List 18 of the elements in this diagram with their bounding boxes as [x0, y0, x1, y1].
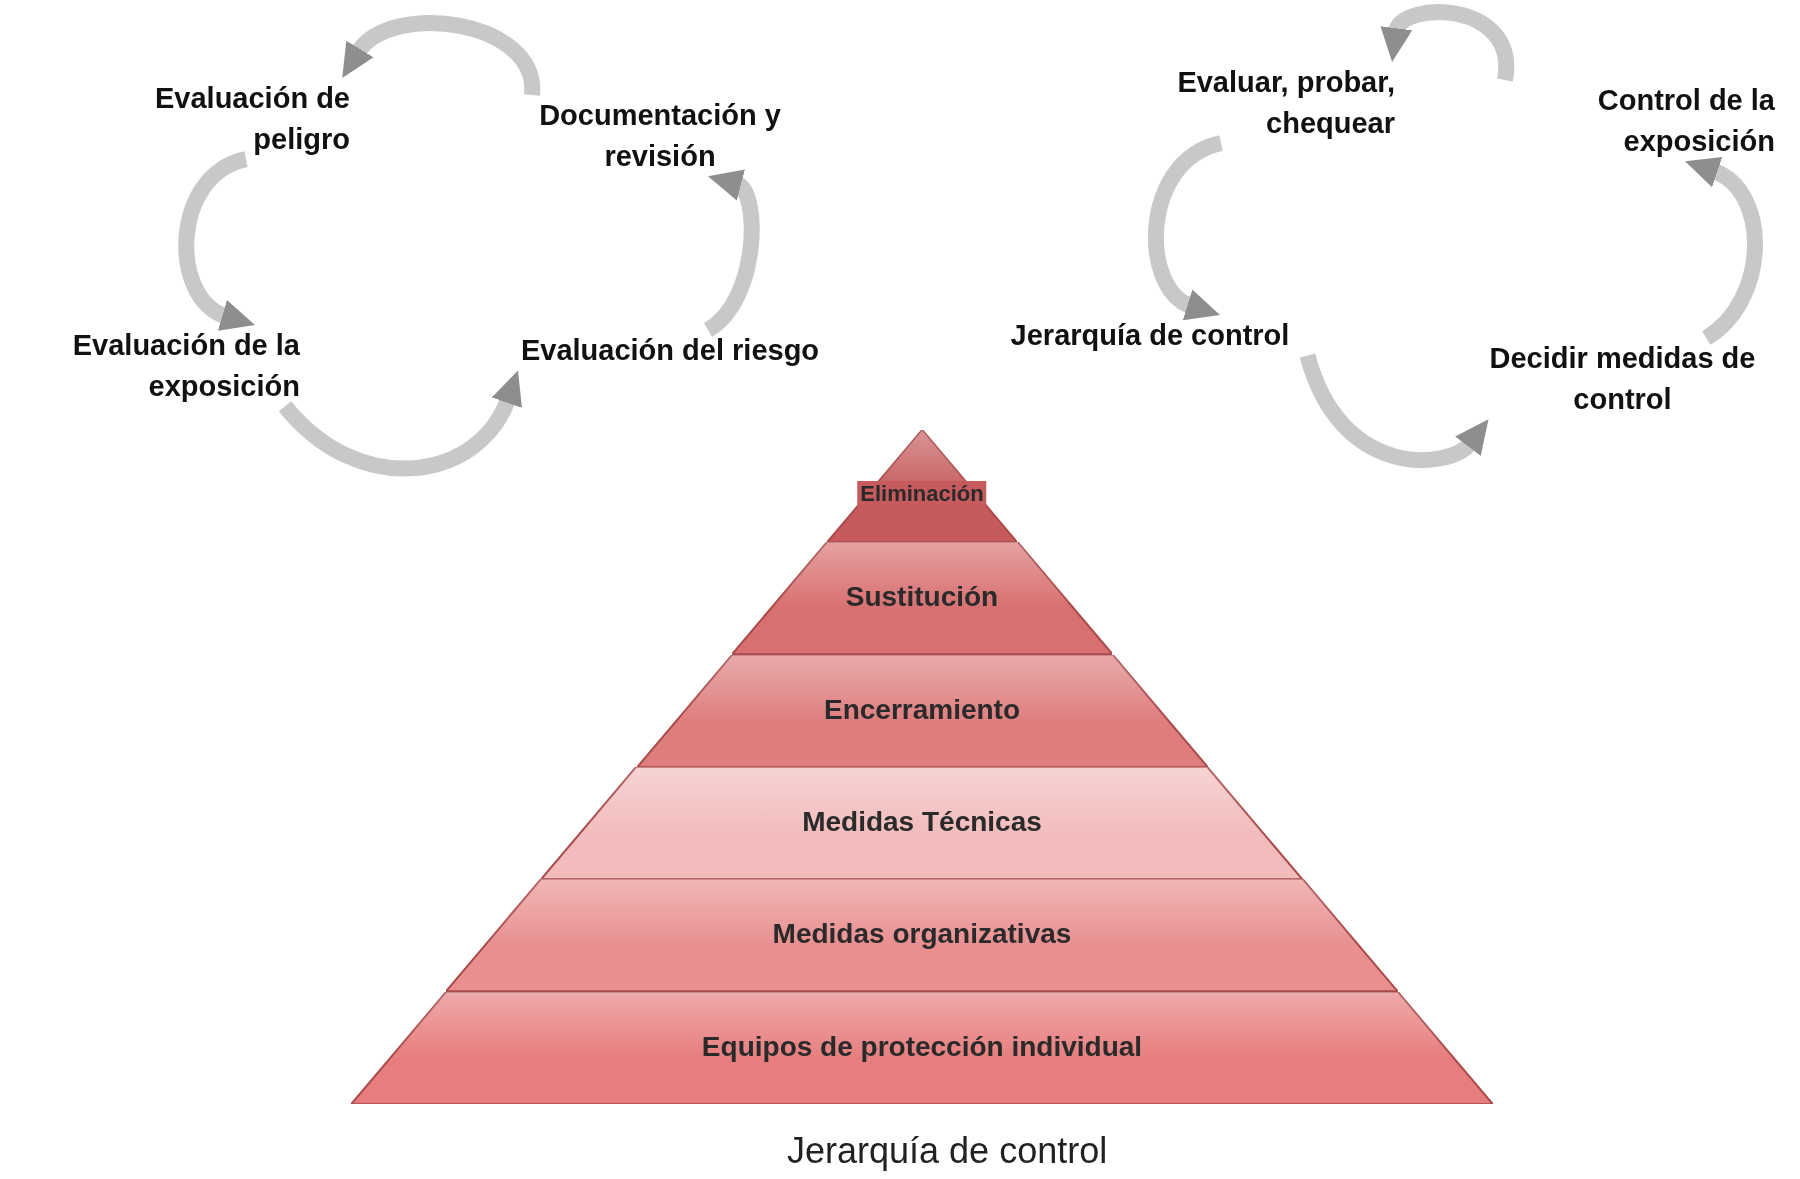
step-label: Evaluación de peligro — [90, 78, 350, 160]
caption: Jerarquía de control — [787, 1130, 1108, 1172]
step-label: Control de la exposición — [1475, 80, 1775, 162]
step-label: Jerarquía de control — [975, 315, 1325, 356]
pyramid-level: Eliminación — [826, 430, 1018, 543]
step-label: Documentación y revisión — [500, 95, 820, 177]
step-label: Evaluación del riesgo — [480, 330, 860, 371]
pyramid-level: Medidas organizativas — [446, 879, 1398, 992]
pyramid-level: Equipos de protección individual — [351, 991, 1493, 1104]
step-label: Evaluación de la exposición — [0, 325, 300, 407]
pyramid-level: Sustitución — [731, 542, 1113, 655]
step-label: Evaluar, probar, chequear — [1105, 62, 1395, 144]
step-label: Decidir medidas de control — [1455, 338, 1790, 420]
curved-arrow — [703, 167, 760, 337]
pyramid-level: Medidas Técnicas — [541, 767, 1303, 880]
pyramid-level: Encerramiento — [636, 654, 1208, 767]
curved-arrow — [279, 371, 521, 477]
curved-arrow — [1686, 157, 1763, 345]
